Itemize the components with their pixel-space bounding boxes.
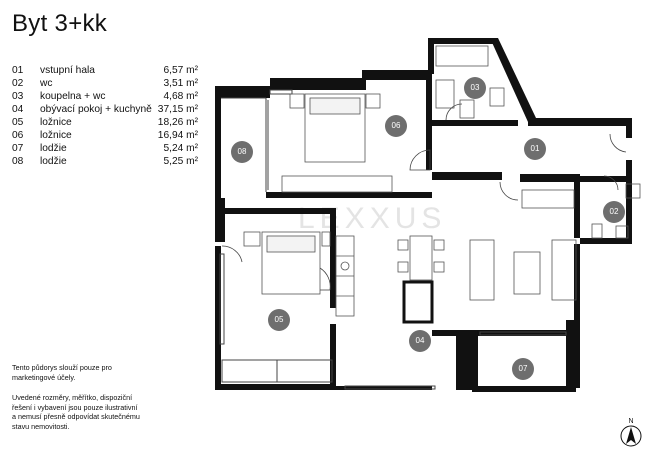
room-number: 01 (12, 65, 24, 76)
marketing-note: Tento půdorys slouží pouze pro marketing… (12, 363, 112, 382)
disclaimer-note: Uvedené rozměry, měřítko, dispoziční řeš… (12, 393, 140, 431)
watermark: LEXXUS (298, 202, 446, 235)
room-row: 04 obývací pokoj + kuchyně 37,15 m² (12, 103, 198, 116)
room-name: lodžie (40, 143, 67, 154)
north-arrow: N (620, 418, 642, 447)
room-row: 07 lodžie 5,24 m² (12, 142, 198, 155)
room-number: 02 (12, 78, 24, 89)
room-row: 08 lodžie 5,25 m² (12, 155, 198, 168)
room-row: 01 vstupní hala 6,57 m² (12, 64, 198, 77)
room-row: 02 wc 3,51 m² (12, 77, 198, 90)
room-name: ložnice (40, 130, 72, 141)
room-area: 5,25 m² (163, 156, 198, 167)
room-label-07: 07 (512, 358, 534, 380)
room-label-08: 08 (231, 141, 253, 163)
room-name: wc (40, 78, 53, 89)
room-number: 06 (12, 130, 24, 141)
room-name: vstupní hala (40, 65, 95, 76)
room-label-04: 04 (409, 330, 431, 352)
windows (219, 89, 567, 390)
room-name: obývací pokoj + kuchyně (40, 104, 152, 115)
room-area: 4,68 m² (163, 91, 198, 102)
room-name: ložnice (40, 117, 72, 128)
room-number: 08 (12, 156, 24, 167)
room-label-01: 01 (524, 138, 546, 160)
room-area: 6,57 m² (163, 65, 198, 76)
room-area: 37,15 m² (157, 104, 198, 115)
room-name: koupelna + wc (40, 91, 106, 102)
room-label-05: 05 (268, 309, 290, 331)
room-number: 03 (12, 91, 24, 102)
furniture (243, 45, 641, 324)
room-label-03: 03 (464, 77, 486, 99)
room-label-02: 02 (603, 201, 625, 223)
room-area: 18,26 m² (157, 117, 198, 128)
room-area: 5,24 m² (163, 143, 198, 154)
room-number: 07 (12, 143, 24, 154)
room-row: 05 ložnice 18,26 m² (12, 116, 198, 129)
room-number: 04 (12, 104, 24, 115)
room-label-06: 06 (385, 115, 407, 137)
room-name: lodžie (40, 156, 67, 167)
room-area: 3,51 m² (163, 78, 198, 89)
page-title: Byt 3+kk (12, 10, 108, 37)
north-label: N (628, 418, 633, 425)
room-row: 06 ložnice 16,94 m² (12, 129, 198, 142)
walls (215, 38, 632, 392)
room-number: 05 (12, 117, 24, 128)
doors (221, 103, 627, 291)
room-list: 01 vstupní hala 6,57 m² 02 wc 3,51 m² 03 koup… (12, 64, 198, 168)
room-row: 03 koupelna + wc 4,68 m² (12, 90, 198, 103)
room-area: 16,94 m² (157, 130, 198, 141)
